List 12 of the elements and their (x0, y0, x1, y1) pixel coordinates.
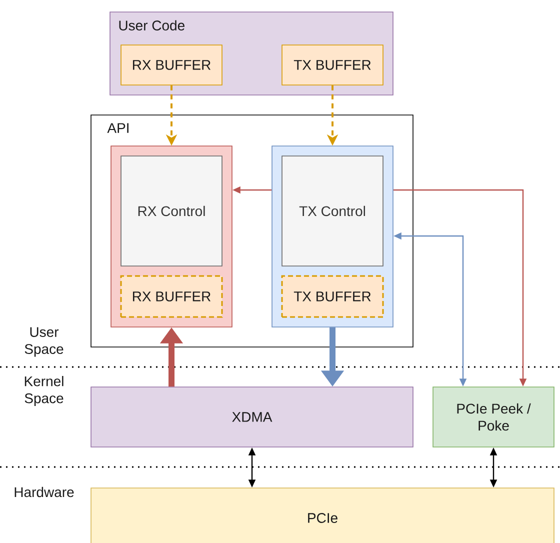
buffer-box: TX BUFFER (281, 275, 384, 318)
section-label: User Space (24, 327, 64, 357)
pcie-box: PCIe (90, 488, 554, 543)
control-box: RX Control (120, 156, 222, 266)
peek-poke-box: PCIe Peek / Poke (432, 386, 554, 448)
section-label: Hardware (14, 486, 74, 498)
section-label: Kernel Space (24, 376, 64, 406)
buffer-box: TX BUFFER (282, 44, 384, 86)
buffer-box: RX BUFFER (120, 44, 222, 86)
control-box: TX Control (282, 156, 384, 266)
buffer-box: RX BUFFER (120, 275, 223, 318)
xdma-box: XDMA (90, 386, 414, 448)
